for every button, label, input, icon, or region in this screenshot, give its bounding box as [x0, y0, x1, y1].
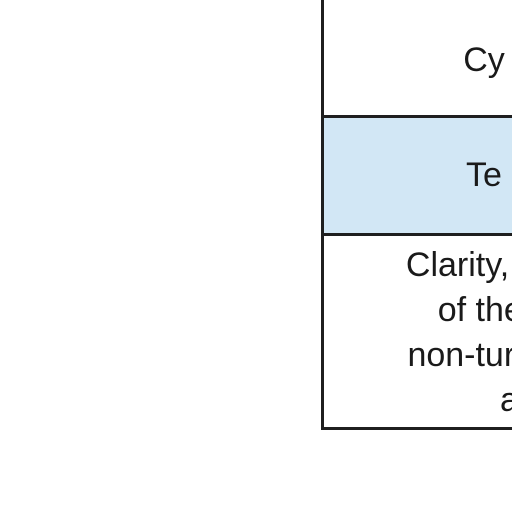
table: Cy Te Clarity, De of the s non-turbul al…	[321, 0, 512, 430]
table-cell-row-1: Cy	[463, 41, 505, 79]
table-cell-row-3: Clarity, De of the s non-turbul all	[405, 246, 512, 419]
table-row: Clarity, De of the s non-turbul all	[324, 236, 512, 427]
table-cell-row-2: Te	[466, 156, 502, 194]
table-row: Cy	[324, 0, 512, 118]
table-row-highlighted: Te	[324, 118, 512, 236]
